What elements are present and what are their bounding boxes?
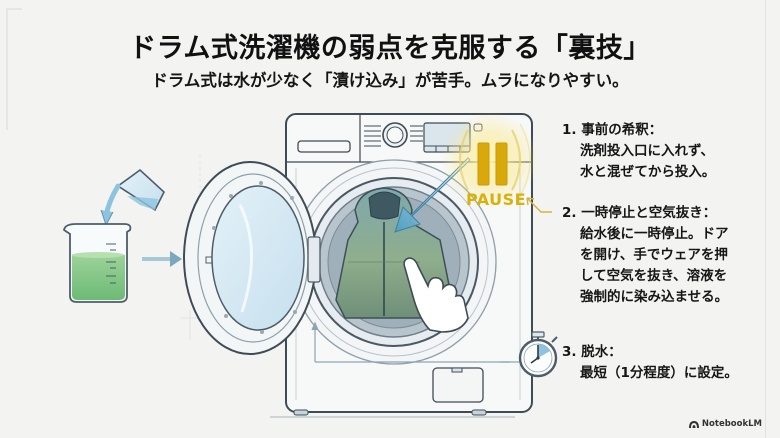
step-3: 3. 脱水： 最短（1分程度）に設定。 — [562, 342, 738, 384]
pause-icon — [442, 112, 538, 208]
open-door-icon — [183, 161, 321, 355]
step-2-line: 給水後に一時停止。ドア — [580, 226, 729, 242]
notebooklm-logo-icon — [688, 420, 699, 428]
step-2-line: して空気を抜き、溶液を — [580, 268, 728, 284]
step-2-line: 強制的に染み込ませる。 — [580, 289, 729, 305]
beaker-icon — [63, 223, 132, 303]
hand-press-icon — [403, 257, 469, 333]
step-3-line: 最短（1分程度）に設定。 — [580, 365, 738, 381]
connector-line-icon — [311, 321, 510, 363]
pause-label: PAUSE — [466, 190, 527, 209]
step-1-line: 洗剤投入口に入れず、 — [580, 143, 715, 159]
step-2-line: を開け、手でウェアを押 — [580, 247, 728, 263]
step-2: 2. 一時停止と空気抜き： 給水後に一時停止。ドア を開け、手でウェアを押 して… — [562, 203, 729, 308]
step-1-heading: 1. 事前の希釈： — [562, 122, 663, 138]
brand-label: NotebookLM — [701, 419, 762, 429]
stopwatch-icon — [518, 331, 558, 378]
page-subtitle: ドラム式は水が少なく「漬け込み」が苦手。ムラになりやすい。 — [151, 71, 629, 90]
frame-right-rule — [765, 0, 766, 438]
frame-corner-decoration — [6, 8, 22, 130]
pointer-line-icon — [526, 197, 552, 213]
step-1-line: 水と混ぜてから投入。 — [580, 164, 716, 180]
page-title: ドラム式洗濯機の弱点を克服する「裏技」 — [129, 33, 651, 64]
step-3-heading: 3. 脱水： — [562, 344, 622, 360]
notebooklm-watermark: NotebookLM — [688, 419, 762, 429]
arrow-right-icon — [142, 251, 182, 267]
step-2-heading: 2. 一時停止と空気抜き： — [562, 205, 717, 221]
measuring-cup-icon — [100, 168, 165, 227]
step-1: 1. 事前の希釈： 洗剤投入口に入れず、 水と混ぜてから投入。 — [562, 120, 715, 183]
